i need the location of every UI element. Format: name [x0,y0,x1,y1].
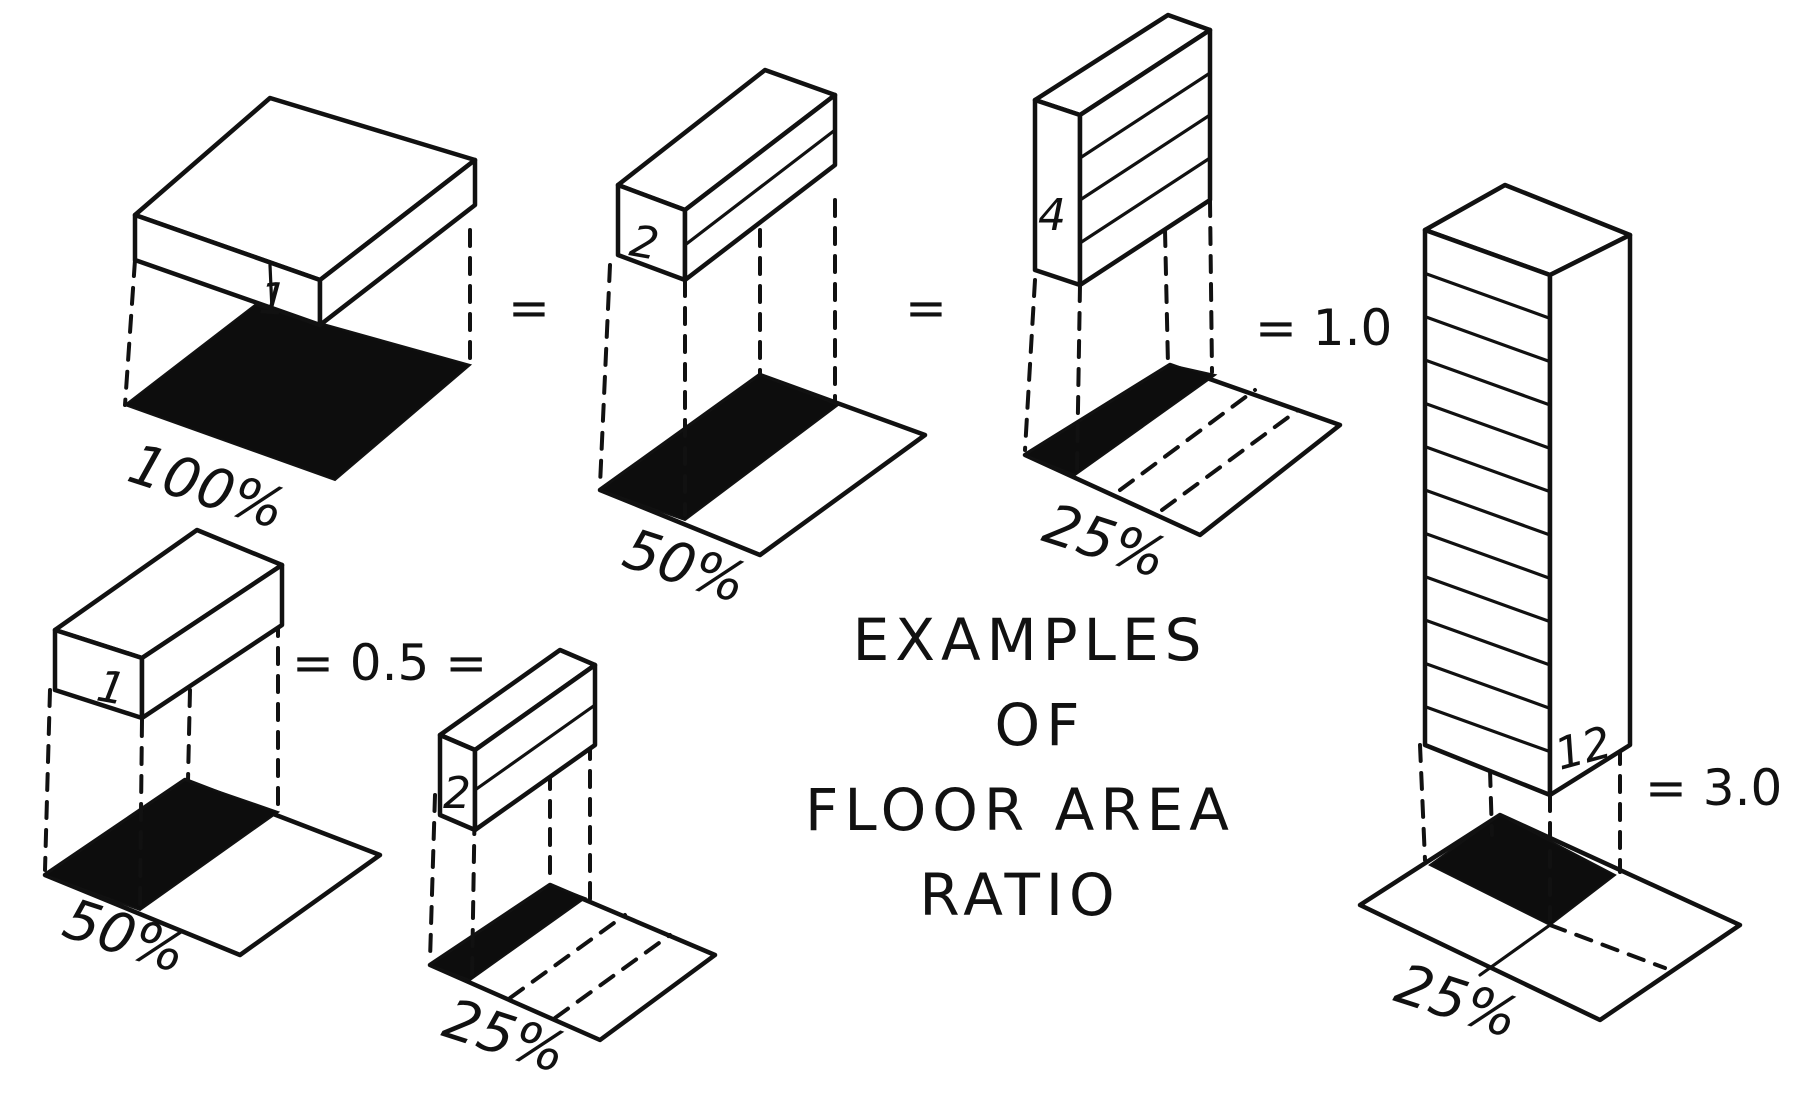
floor-divider-line [1423,315,1552,364]
equals-sign: = [905,279,947,337]
example-12-floors-25pct: 12 25% [1357,182,1743,1052]
example-4-floors-25pct: 4 25% [1022,12,1343,592]
floor-divider-line [1423,358,1552,407]
lot-footprint [1428,813,1617,927]
floor-divider-line [1423,445,1552,494]
far-result-05: = 0.5 = [292,634,487,692]
lot-footprint [1022,363,1218,477]
example-1-floor-50pct: 1 50% [42,527,383,987]
example-2-floors-50pct: 2 50% [597,67,928,617]
lot-footprint [597,373,841,522]
lot-footprint [427,883,588,982]
floor-divider-line [1423,488,1552,537]
floor-divider-line [1423,705,1552,754]
floor-count-label: 4 [1038,190,1066,241]
title-line-4: RATIO [919,861,1120,929]
equals-sign: = [508,279,550,337]
lot-footprint [42,778,281,912]
title-line-1: EXAMPLES [853,606,1208,674]
far-result-1: = 1.0 [1255,299,1392,357]
floor-divider-line [1423,531,1552,580]
diagram-title: EXAMPLES OF FLOOR AREA RATIO [805,606,1235,929]
lot-footprint [122,303,473,482]
title-line-2: OF [994,691,1085,759]
floor-divider-line [1423,618,1552,667]
floor-count-label: 1 [257,273,288,326]
floor-divider-line [1423,575,1552,624]
floor-divider-line [1423,661,1552,710]
floor-count-label: 2 [443,768,471,819]
floor-divider-line [1423,401,1552,450]
far-result-3: = 3.0 [1645,759,1782,817]
floor-divider-line [1423,271,1552,320]
example-1-floor-100pct: 1 100% [121,95,478,543]
title-line-3: FLOOR AREA [805,776,1235,844]
example-2-floors-25pct: 2 25% [427,647,718,1087]
